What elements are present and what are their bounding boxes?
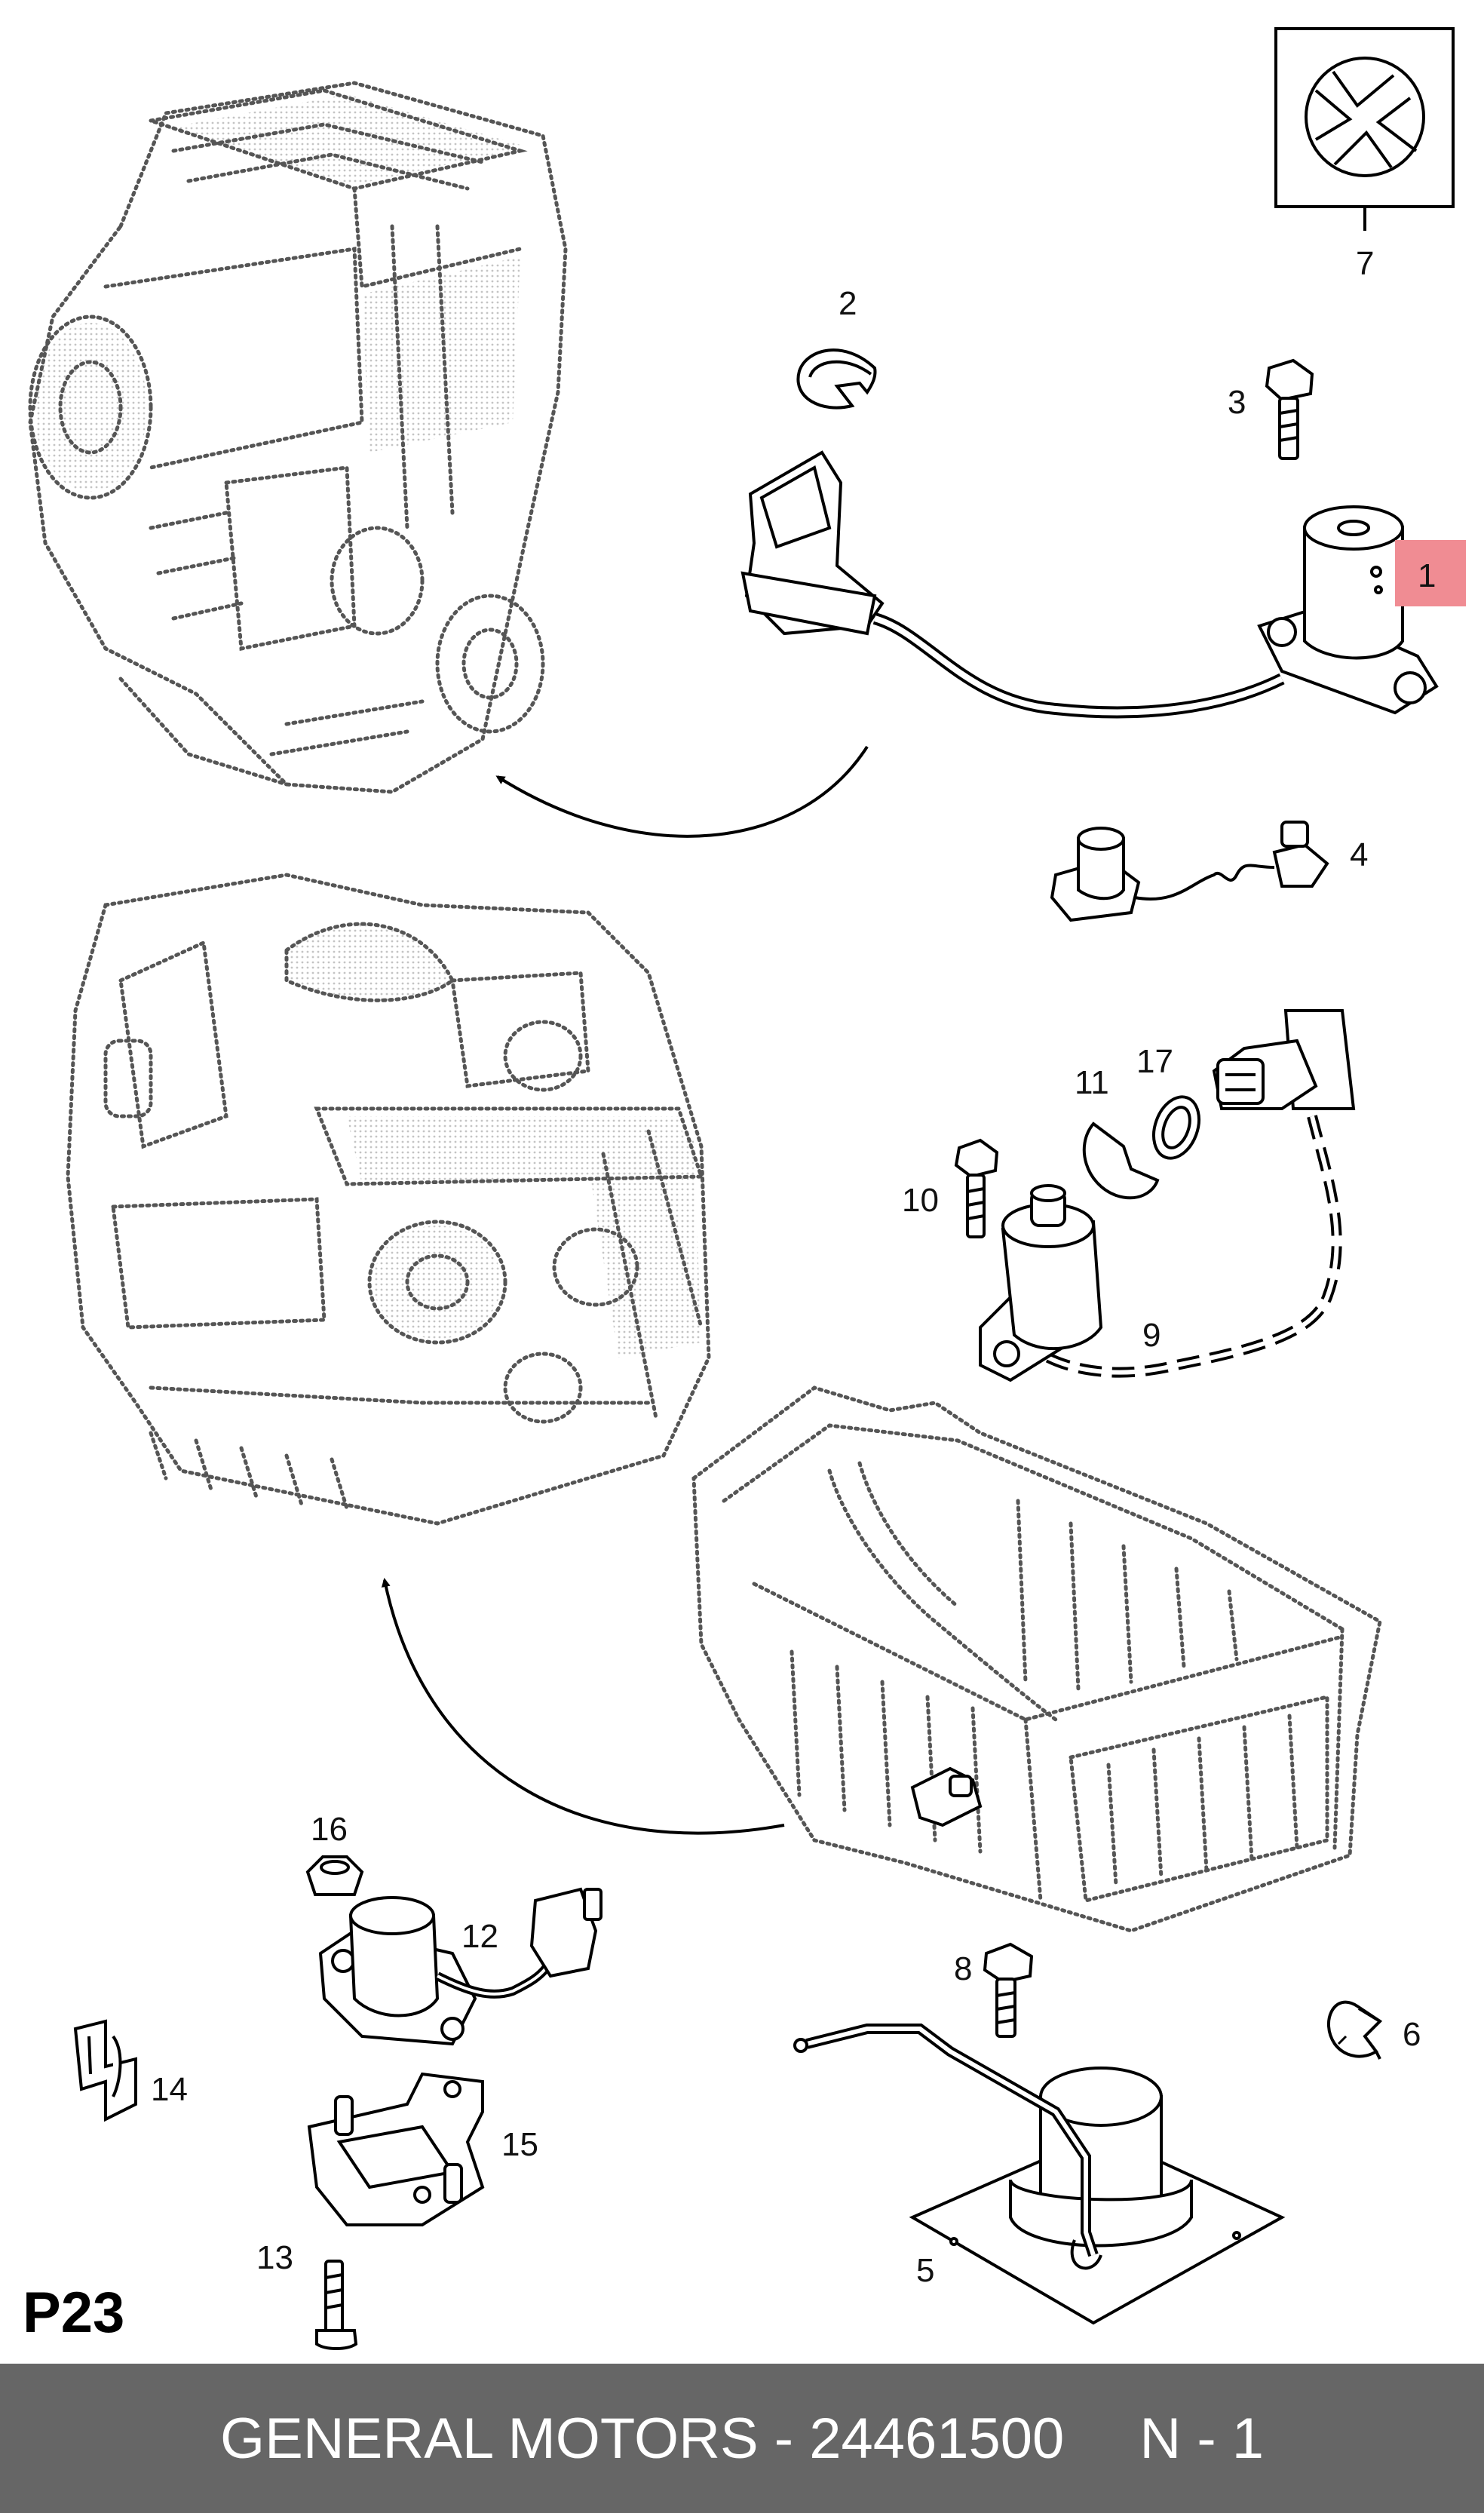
callout-12: 12 [461, 1918, 498, 1955]
callout-5: 5 [916, 2252, 934, 2289]
callout-16: 16 [311, 1811, 348, 1848]
arrow-to-lower-engine [381, 1578, 785, 1835]
part-13-bolt [315, 2260, 358, 2350]
callout-1-highlight [1395, 540, 1466, 606]
part-2-clip [796, 348, 877, 410]
callout-2: 2 [839, 285, 857, 322]
callout-6: 6 [1403, 2016, 1421, 2053]
part-3-bolt [1265, 358, 1314, 460]
callout-13: 13 [256, 2239, 293, 2276]
part-14-clip [73, 2019, 137, 2122]
footer-separator: - [758, 2406, 810, 2471]
callout-17: 17 [1136, 1043, 1173, 1080]
engine-lower-texture [287, 924, 701, 1358]
part-17-o-ring [1152, 1095, 1200, 1160]
callout-11: 11 [1075, 1064, 1109, 1101]
part-10-bolt [954, 1138, 999, 1238]
part-15-bracket [307, 2072, 485, 2226]
callout-4: 4 [1350, 836, 1368, 873]
part-4-sensor [1050, 821, 1329, 922]
callout-1: 1 [1418, 557, 1436, 594]
callout-15: 15 [501, 2126, 538, 2163]
oil-pan-sensor [910, 1766, 983, 1827]
page-code: P23 [23, 2281, 124, 2345]
footer-part-number: 24461500 [809, 2406, 1065, 2471]
callout-7: 7 [1356, 245, 1374, 282]
engine-upper-texture [34, 94, 528, 492]
part-5-pump [793, 2024, 1286, 2325]
part-11-clip [1082, 1121, 1160, 1200]
footer-brand: GENERAL MOTORS [219, 2406, 759, 2471]
part-7-clip-box [1274, 27, 1455, 231]
part-12-sensor [318, 1887, 602, 2046]
part-16-nut [305, 1855, 364, 1896]
part-9-sensor [979, 1009, 1356, 1382]
part-1-oil-pressure-sensor [740, 450, 1439, 719]
callout-3: 3 [1228, 384, 1246, 421]
callout-14: 14 [151, 2071, 188, 2108]
part-6-clip [1326, 2000, 1383, 2060]
callout-9: 9 [1142, 1317, 1161, 1354]
footer-bar: GENERAL MOTORS - 24461500 N - 1 [0, 2364, 1484, 2513]
footer-quantity: N - 1 [1139, 2406, 1265, 2471]
part-8-bolt [983, 1942, 1034, 2038]
callout-10: 10 [902, 1182, 939, 1219]
engine-view-upper [28, 81, 568, 794]
leader-lines [1337, 2035, 1348, 2045]
callout-8: 8 [954, 1950, 972, 1987]
oil-pan [691, 1385, 1382, 1933]
arrow-to-upper-engine [495, 745, 869, 838]
